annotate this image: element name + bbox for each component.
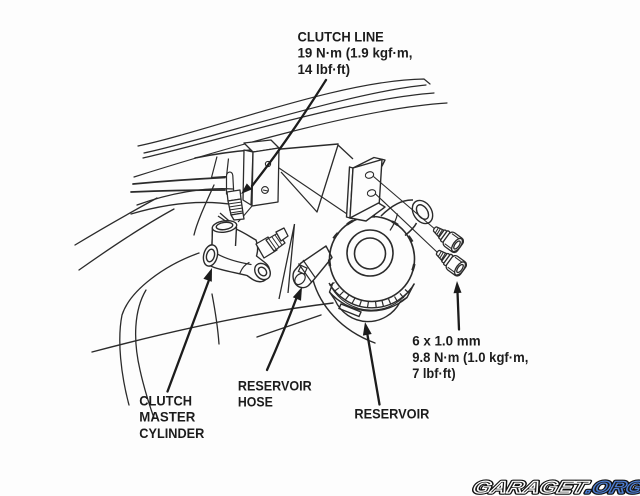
svg-text:HOSE: HOSE <box>238 394 273 410</box>
svg-text:RESERVOIR: RESERVOIR <box>238 377 312 393</box>
svg-text:CLUTCH: CLUTCH <box>139 392 192 408</box>
svg-text:RESERVOIR: RESERVOIR <box>354 406 429 422</box>
svg-text:7 lbf·ft): 7 lbf·ft) <box>412 365 455 381</box>
svg-text:MASTER: MASTER <box>139 409 195 425</box>
svg-text:6 x 1.0 mm: 6 x 1.0 mm <box>412 333 480 349</box>
svg-text:GARAGET: GARAGET <box>471 477 591 496</box>
svg-text:19 N·m (1.9 kgf·m,: 19 N·m (1.9 kgf·m, <box>298 45 413 61</box>
svg-text:14 lbf·ft): 14 lbf·ft) <box>298 61 351 77</box>
svg-text:GARAGET: GARAGET <box>471 477 591 496</box>
svg-text:9.8 N·m (1.0 kgf·m,: 9.8 N·m (1.0 kgf·m, <box>412 349 528 365</box>
svg-text:.ORG: .ORG <box>584 477 640 496</box>
svg-text:CLUTCH LINE: CLUTCH LINE <box>298 28 384 44</box>
svg-text:CYLINDER: CYLINDER <box>139 425 204 441</box>
svg-text:.ORG: .ORG <box>584 477 640 496</box>
